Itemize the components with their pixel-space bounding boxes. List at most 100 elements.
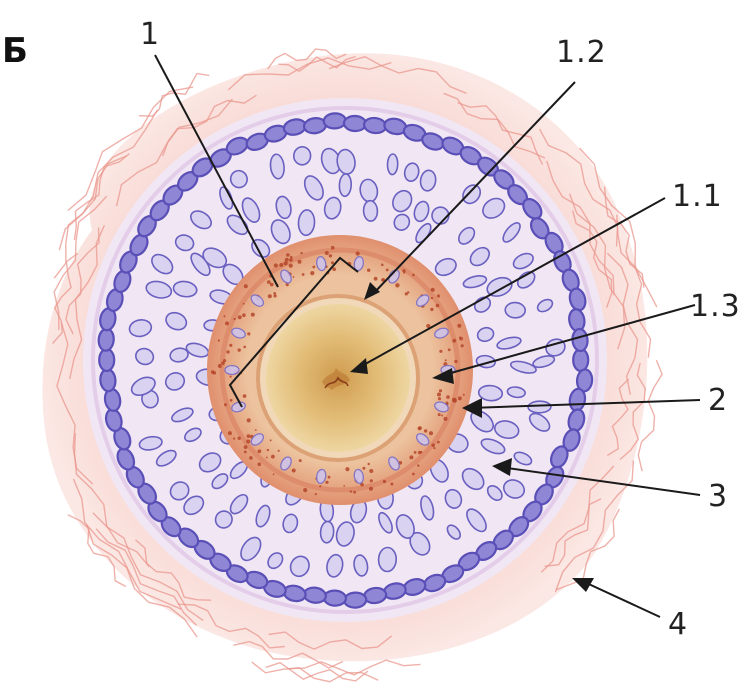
granule [238,348,241,351]
granule [459,337,463,341]
hair-shaft [258,296,418,460]
basal-cell [573,349,588,371]
granule [247,434,251,438]
granule [285,258,289,262]
granule [225,321,229,325]
granule [437,393,441,397]
granule [224,315,226,317]
granule [403,270,405,272]
outer-sheath-cell [339,174,352,197]
granule [218,364,222,368]
outer-sheath-cell [363,200,378,221]
granule [328,476,331,479]
granule [412,473,415,476]
granule [424,429,427,432]
granule [433,447,435,449]
inner-sheath-cell [225,366,239,375]
granule [362,467,365,470]
granule [286,253,290,257]
granule [414,451,417,454]
granule [234,318,236,320]
granule [353,491,356,494]
basal-cell [572,328,589,351]
label-1-1: 1.1 [672,179,723,214]
label-4: 4 [668,607,688,642]
granule [247,418,251,422]
granule [437,294,440,297]
label-1-2: 1.2 [556,35,607,70]
granule [267,280,271,284]
granule [249,456,253,460]
granule [230,376,232,378]
granule [343,485,345,487]
granule [438,397,441,400]
granule [329,254,332,257]
granule [273,292,276,295]
granule [345,467,349,471]
granule [244,451,247,454]
granule [266,457,268,459]
granule [444,417,448,421]
label-2: 2 [708,383,728,418]
basal-cell [344,116,367,132]
granule [270,439,272,441]
granule [290,256,293,259]
granule [213,371,216,374]
label-1-3: 1.3 [690,289,741,324]
granule [289,264,293,268]
granule [350,490,352,492]
granule [319,485,321,487]
granule [452,398,456,402]
granule [226,350,229,353]
outer-sheath-cell [298,209,315,235]
basal-cell [323,113,346,129]
outer-sheath-cell [505,302,526,318]
granule [292,469,296,473]
granule [461,344,464,347]
granule [312,266,315,269]
granule [452,339,456,343]
granule [407,291,409,293]
granule [238,437,241,440]
granule [274,294,277,297]
granule [458,396,462,400]
granule [409,455,413,459]
granule [331,246,335,250]
granule [284,261,288,265]
granule [441,415,443,417]
granule [244,284,248,288]
granule [439,350,442,353]
granule [368,463,370,465]
granule [325,251,329,255]
granule [367,269,370,272]
granule [268,294,272,298]
granule [293,276,295,278]
granule [418,426,421,429]
granule [325,481,328,484]
basal-cell [98,328,115,351]
granule [258,463,262,467]
granule [446,395,450,399]
granule [258,449,262,453]
granule [243,394,247,398]
granule [223,359,226,362]
granule [243,346,246,349]
granule [431,288,435,292]
granule [244,445,248,449]
granule [278,450,280,452]
granule [228,431,232,435]
granule [251,313,255,317]
granule [247,332,250,335]
granule [381,264,384,267]
granule [289,258,293,262]
leader-4 [580,580,660,617]
outer-sheath-cell [293,146,311,165]
granule [315,493,317,495]
granule [438,413,441,416]
granule [302,273,305,276]
granule [270,283,274,287]
panel-letter: Б [2,31,28,71]
outer-sheath-cell [378,547,397,572]
granule [383,480,386,483]
granule [439,389,442,392]
